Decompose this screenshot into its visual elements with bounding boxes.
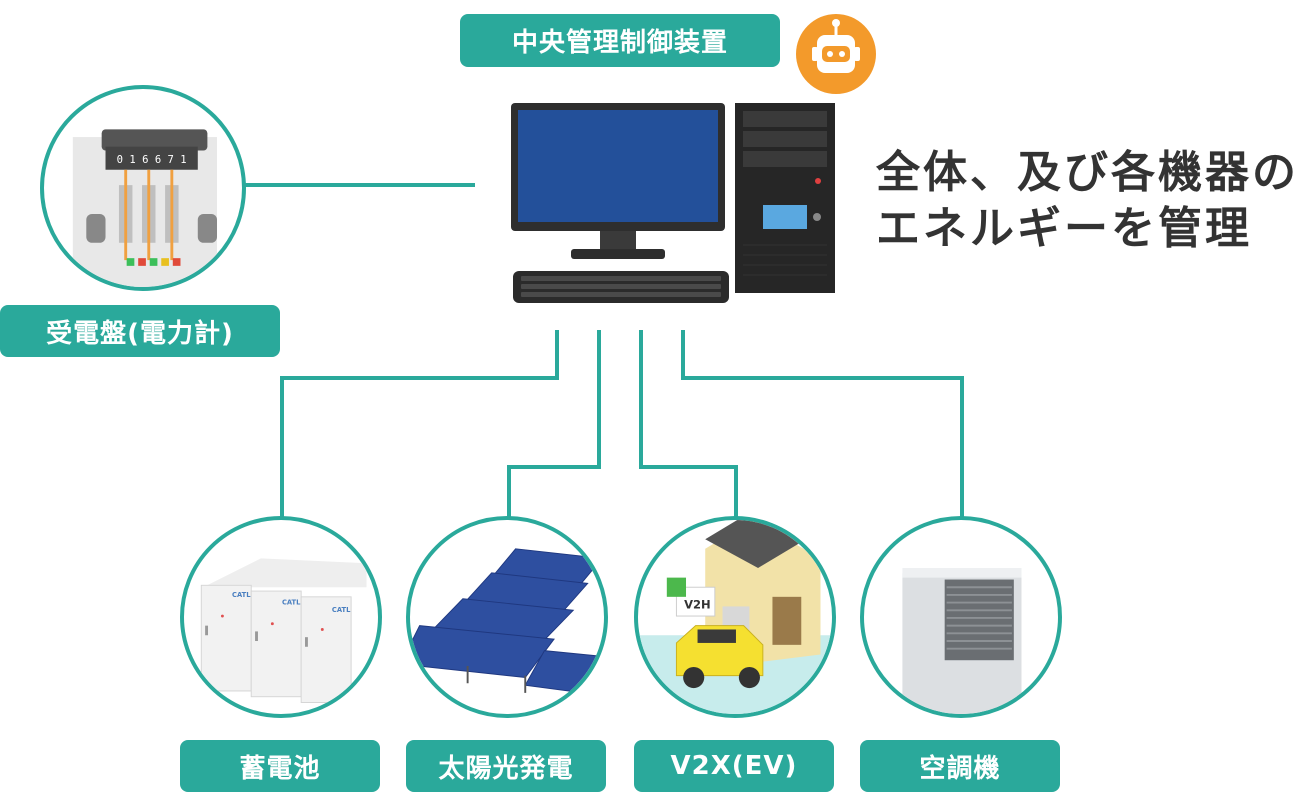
battery-brand-2: CATL <box>282 599 301 607</box>
aircon-circle <box>860 516 1062 718</box>
central-computer <box>505 95 845 310</box>
solar-circle <box>406 516 608 718</box>
battery-brand-3: CATL <box>332 606 351 614</box>
line-solar <box>507 330 601 520</box>
robot-icon <box>795 13 877 95</box>
management-caption: 全体、及び各機器の エネルギーを管理 <box>876 145 1299 257</box>
aircon-label: 空調機 <box>860 740 1060 792</box>
meter-circle: 0 1 6 6 7 1 <box>40 85 246 291</box>
battery-brand-1: CATL <box>232 591 251 599</box>
caption-line-1: 全体、及び各機器の <box>876 147 1299 198</box>
battery-label: 蓄電池 <box>180 740 380 792</box>
line-v2x <box>639 330 738 520</box>
v2h-tag: V2H <box>684 597 711 611</box>
caption-line-2: エネルギーを管理 <box>876 203 1252 254</box>
line-aircon <box>681 330 964 520</box>
meter-reading: 0 1 6 6 7 1 <box>117 154 187 166</box>
solar-label: 太陽光発電 <box>406 740 606 792</box>
meter-label: 受電盤(電力計) <box>0 305 280 357</box>
v2x-circle: V2H <box>634 516 836 718</box>
line-battery <box>280 330 559 520</box>
central-controller-label: 中央管理制御装置 <box>460 14 780 67</box>
battery-circle: CATL CATL CATL <box>180 516 382 718</box>
v2x-label: V2X(EV) <box>634 740 834 792</box>
